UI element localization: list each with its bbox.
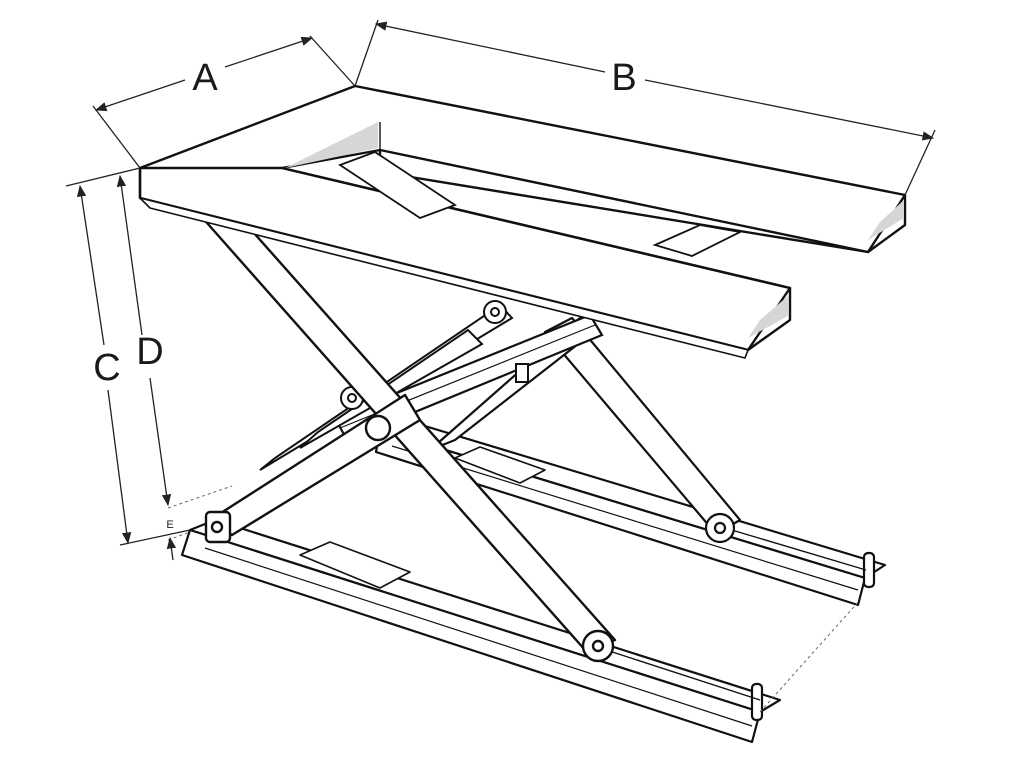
base-frame xyxy=(180,418,887,744)
u-platform xyxy=(138,84,907,359)
platform-brace xyxy=(338,150,743,257)
dimension-lines xyxy=(65,19,936,561)
dimension-label-e: E xyxy=(166,519,173,531)
dimension-label-a: A xyxy=(192,57,218,99)
dimension-label-c: C xyxy=(93,347,120,389)
footprint-dashes xyxy=(167,485,861,713)
dimension-label-b: B xyxy=(611,57,636,99)
dimension-label-d: D xyxy=(136,331,163,373)
